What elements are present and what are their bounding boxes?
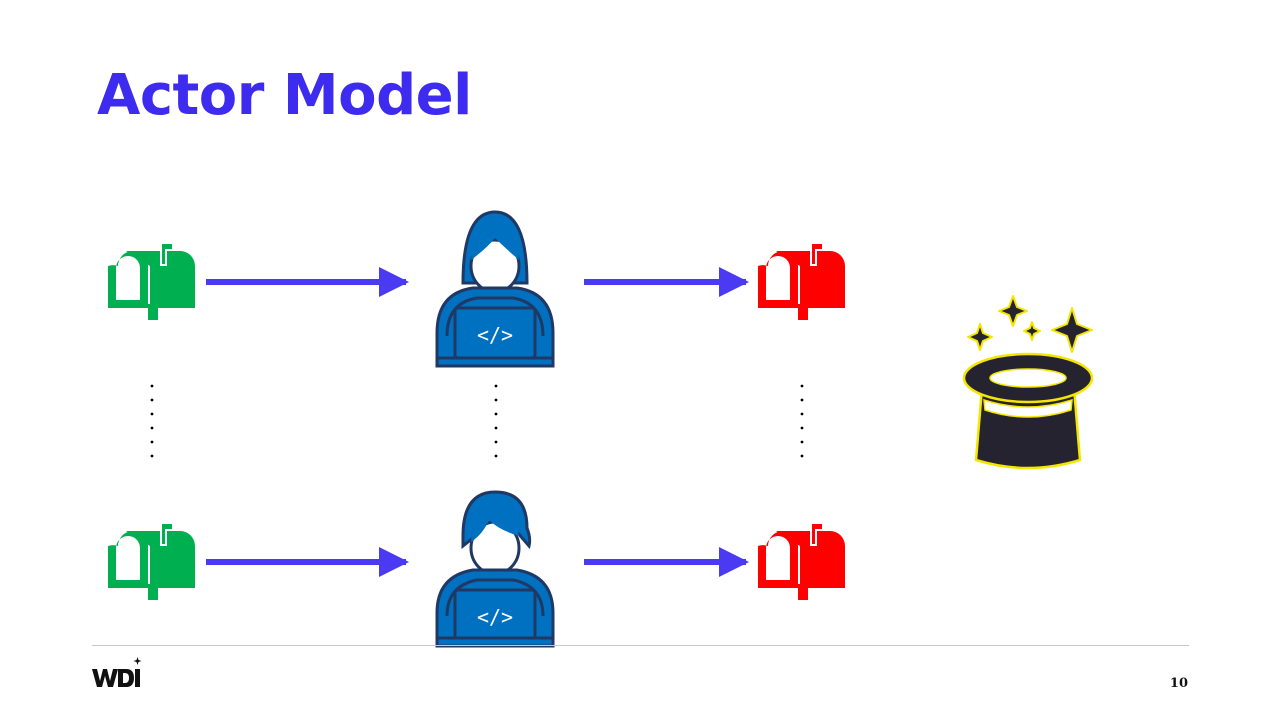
input-mailbox-icon (108, 244, 195, 320)
ellipsis-output-column (800, 384, 804, 458)
laptop-code-glyph: </> (477, 323, 513, 347)
page-number: 10 (1169, 676, 1188, 691)
input-mailbox-icon (108, 524, 195, 600)
sparkle-icon (967, 295, 1093, 353)
footer-divider (92, 645, 1189, 646)
output-mailbox-icon (758, 244, 845, 320)
developer-icon: </> (435, 210, 555, 368)
developer-icon: </> (435, 490, 555, 648)
ellipsis-actor-column (494, 384, 498, 458)
laptop-code-glyph: </> (477, 605, 513, 629)
output-mailbox-icon (758, 524, 845, 600)
magic-hat-icon (962, 295, 1094, 470)
wdi-logo (92, 657, 142, 687)
slide-title: Actor Model (97, 63, 472, 128)
ellipsis-input-column (150, 384, 154, 458)
